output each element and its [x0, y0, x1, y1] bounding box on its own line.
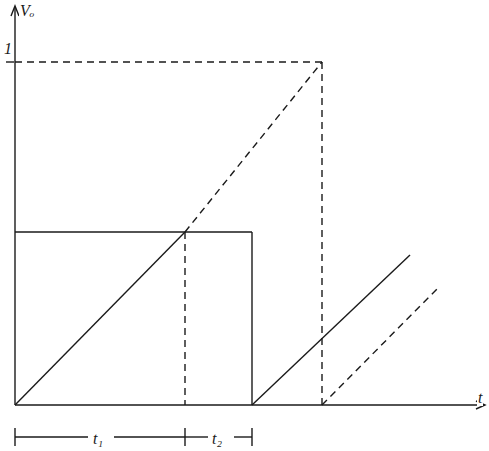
- level-tick: [6, 61, 14, 62]
- dimension-tick: [14, 428, 15, 446]
- axis-label: Vₒ: [19, 3, 35, 19]
- axis-label: t: [477, 390, 483, 406]
- x-axis: [15, 404, 484, 405]
- dimension-line: [15, 436, 88, 437]
- level-label: 1: [3, 41, 13, 57]
- dimension-line: [234, 436, 252, 437]
- drop-line: [251, 232, 252, 405]
- level-line: [15, 231, 252, 232]
- ramp-line: [252, 255, 410, 405]
- dashed-marker: [184, 232, 185, 405]
- time-label: t₂: [211, 431, 223, 447]
- dashed-ramp: [185, 62, 322, 232]
- dimension-tick: [184, 428, 185, 446]
- dimension-line: [114, 436, 185, 437]
- dimension-tick: [251, 428, 252, 446]
- y-axis-arrow: [11, 6, 19, 16]
- time-label: t₁: [92, 431, 104, 447]
- dashed-ramp: [322, 286, 440, 405]
- y-axis: [14, 8, 15, 405]
- ramp-line: [15, 232, 185, 405]
- dashed-level: [15, 61, 322, 62]
- dimension-line: [185, 436, 208, 437]
- dashed-drop: [321, 62, 322, 405]
